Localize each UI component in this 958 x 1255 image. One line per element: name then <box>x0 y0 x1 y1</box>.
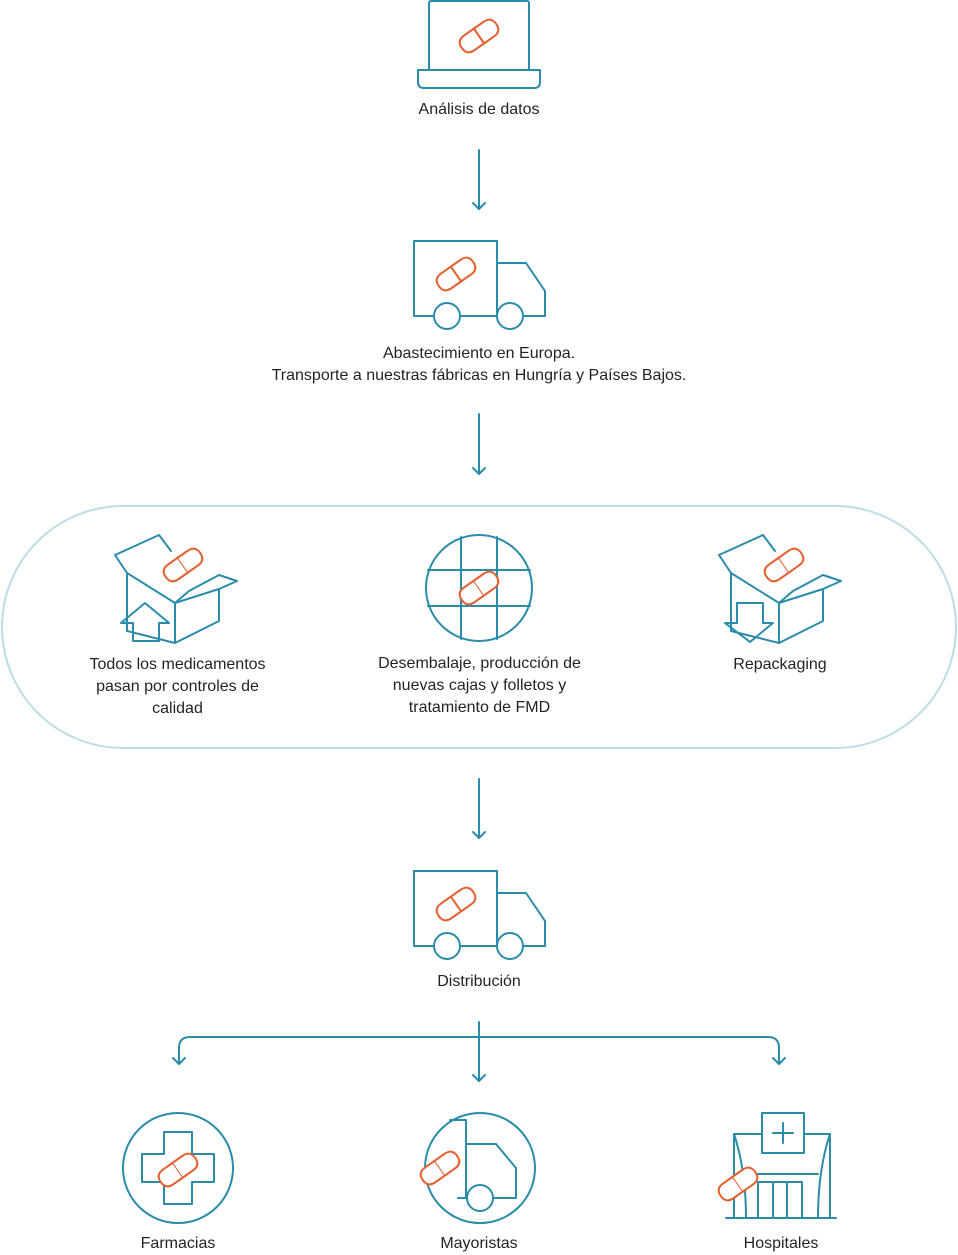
step-repackaging-label: Repackaging <box>733 656 827 673</box>
process-group-outline <box>1 505 957 749</box>
arrow-3 <box>472 778 486 839</box>
distribution-truck-icon <box>413 870 546 960</box>
step-sourcing-line1: Abastecimiento en Europa. <box>382 345 576 362</box>
destination-hospitals-label: Hospitales <box>743 1235 819 1252</box>
step-sourcing-line2: Transporte a nuestras fábricas en Hungrí… <box>271 367 687 384</box>
hospital-building-icon <box>717 1112 837 1219</box>
box-up-arrow-icon <box>114 534 238 644</box>
arrow-1 <box>472 149 486 210</box>
step-distribution-label: Distribución <box>437 973 521 990</box>
laptop-icon <box>417 0 541 89</box>
target-grid-icon <box>425 534 533 642</box>
step-data-analysis-label: Análisis de datos <box>418 101 540 118</box>
arrow-2 <box>472 413 486 475</box>
box-down-arrow-icon <box>718 534 842 644</box>
step-unpacking-label: Desembalaje, producción de nuevas cajas … <box>378 655 581 716</box>
wholesaler-truck-icon <box>419 1112 536 1224</box>
step-quality-check-label: Todos los medicamentos pasan por control… <box>89 656 266 717</box>
truck-icon <box>413 240 546 330</box>
destination-wholesalers-label: Mayoristas <box>440 1235 518 1252</box>
branch-arrows <box>172 1021 786 1082</box>
pharmacy-cross-icon <box>122 1112 234 1224</box>
step-sourcing-label: Abastecimiento en Europa. Transporte a n… <box>179 343 779 387</box>
destination-pharmacies-label: Farmacias <box>140 1235 216 1252</box>
